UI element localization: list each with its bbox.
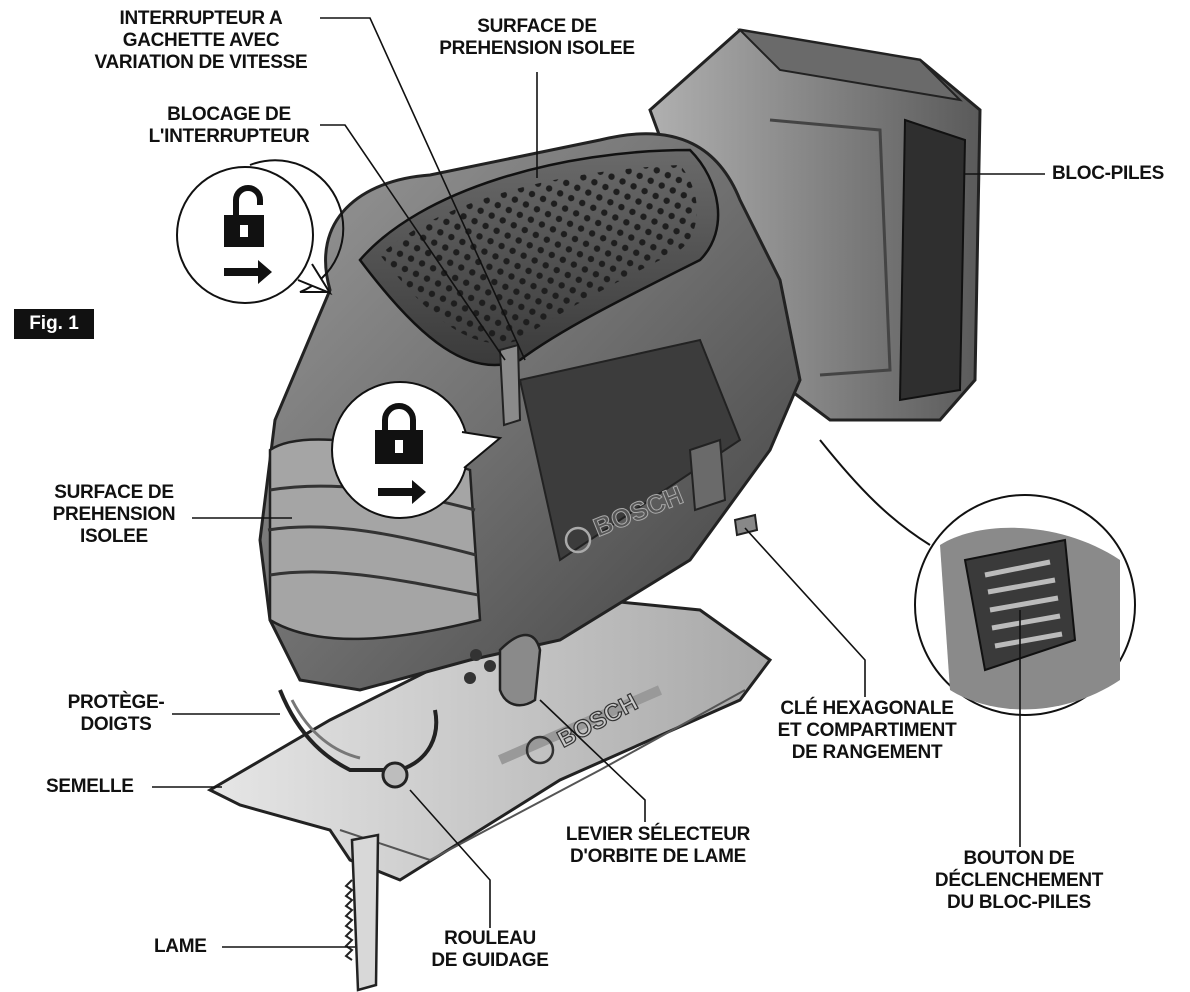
- label-battery-release-button: BOUTON DE DÉCLENCHEMENT DU BLOC-PILES: [934, 848, 1104, 913]
- label-trigger-switch: INTERRUPTEUR A GACHETTE AVEC VARIATION D…: [94, 8, 308, 73]
- finger-guard: [278, 689, 439, 772]
- label-shoe: SEMELLE: [46, 776, 134, 797]
- label-battery-pack: BLOC-PILES: [1052, 163, 1165, 184]
- label-orbit-lever: LEVIER SÉLECTEUR D'ORBITE DE LAME: [565, 824, 751, 867]
- label-guide-roller: ROULEAU DE GUIDAGE: [431, 928, 549, 971]
- battery-pack: [648, 28, 982, 422]
- label-switch-lock: BLOCAGE DE L'INTERRUPTEUR: [148, 104, 310, 147]
- label-blade: LAME: [154, 936, 207, 957]
- arrow-right-icon: [224, 260, 272, 284]
- lock-icon: [375, 403, 423, 464]
- guide-roller: [381, 761, 409, 789]
- figure-label: Fig. 1: [14, 309, 94, 339]
- label-grip-surface-front: SURFACE DE PREHENSION ISOLEE: [52, 482, 176, 547]
- release-button-callout: [819, 439, 1136, 716]
- label-hex-key: CLÉ HEXAGONALE ET COMPARTIMENT DE RANGEM…: [777, 698, 957, 763]
- label-grip-surface-top: SURFACE DE PREHENSION ISOLEE: [439, 16, 635, 59]
- leader-lines: [152, 17, 1045, 948]
- tool-body: [258, 132, 802, 707]
- unlock-icon: [224, 185, 264, 247]
- label-finger-guard: PROTÈGE- DOIGTS: [67, 692, 165, 735]
- arrow-right-icon: [378, 480, 426, 504]
